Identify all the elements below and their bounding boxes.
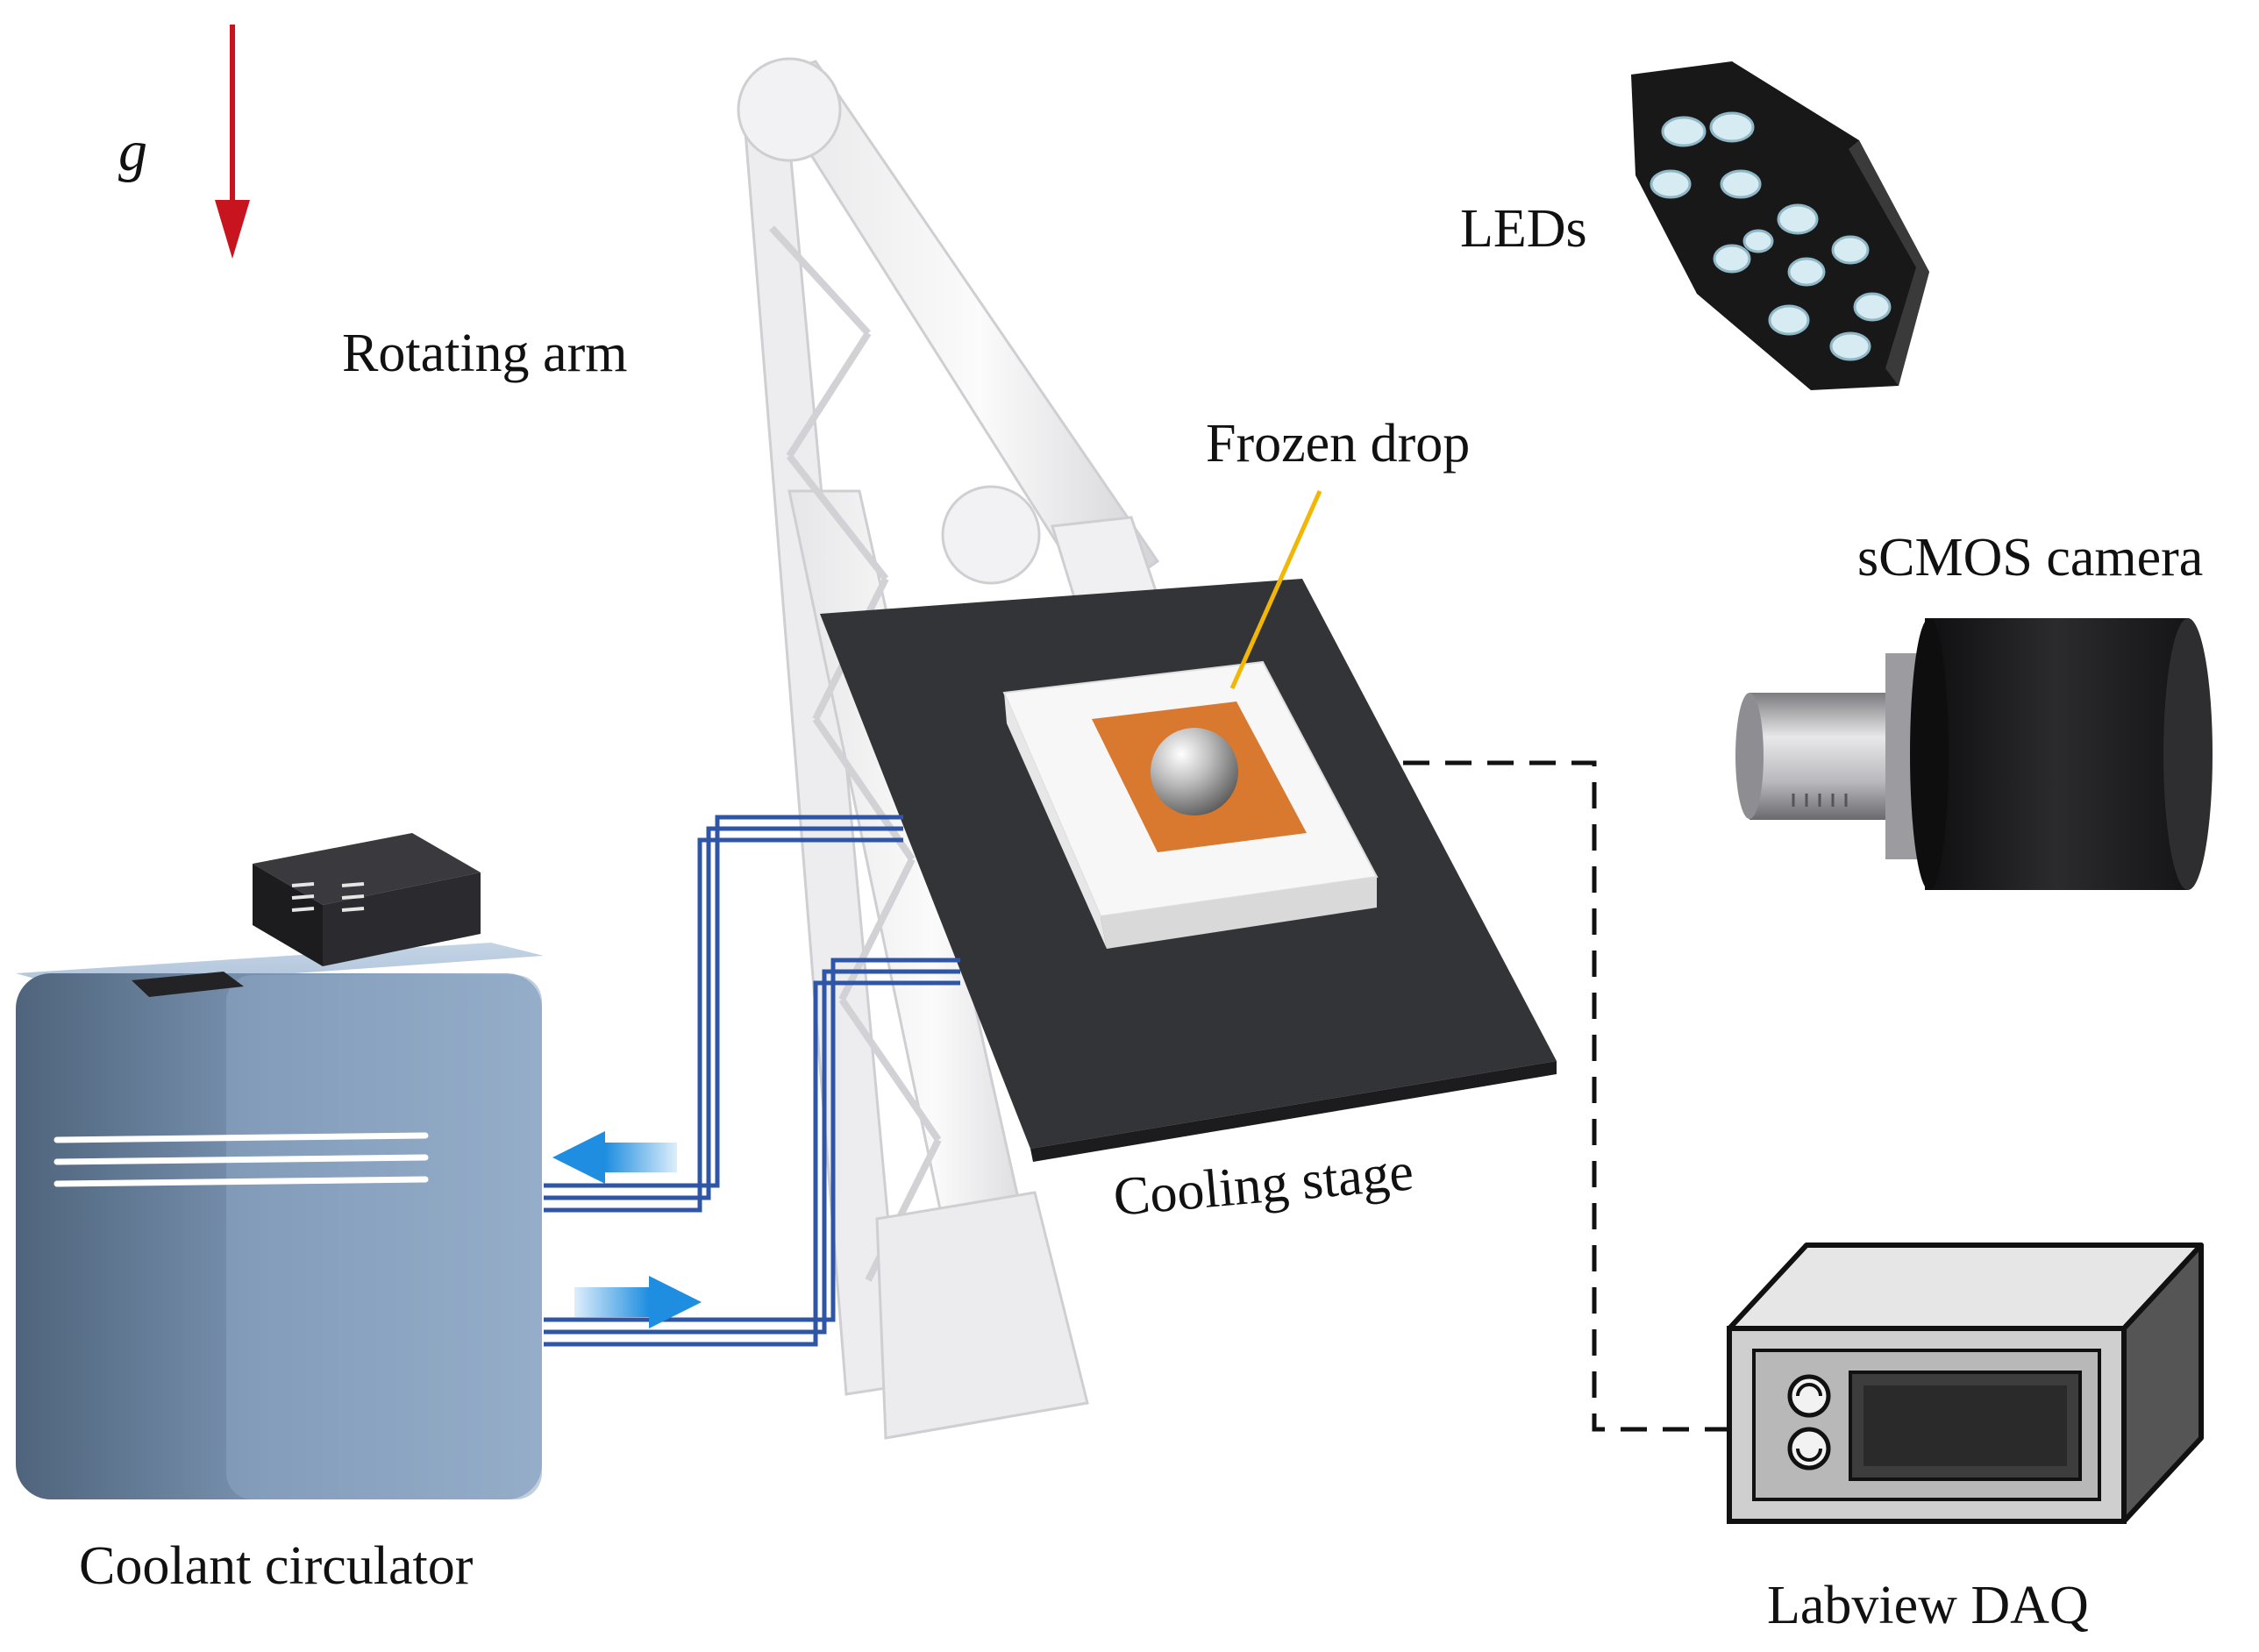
labview-daq	[1727, 1243, 2204, 1524]
coolant-circulator-label: Coolant circulator	[79, 1536, 474, 1596]
signal-wire	[1403, 760, 1729, 1432]
flow-arrow-out	[552, 1131, 677, 1184]
coolant-pipes	[544, 815, 960, 1347]
camera-label: sCMOS camera	[1857, 528, 2204, 587]
scmos-camera	[1735, 618, 2213, 890]
flow-arrow-in	[574, 1276, 702, 1328]
daq-label: Labview DAQ	[1767, 1576, 2089, 1635]
rotating-arm-label: Rotating arm	[342, 324, 628, 383]
rotating-arm	[737, 57, 1168, 1440]
gravity-arrow	[215, 25, 250, 259]
coolant-circulator	[16, 833, 544, 1499]
frozen-drop	[1151, 728, 1238, 815]
frozen-drop-pointer	[1229, 489, 1322, 690]
frozen-drop-label: Frozen drop	[1206, 414, 1471, 474]
leds-label: LEDs	[1460, 199, 1587, 259]
gravity-label: g	[118, 119, 147, 183]
led-ring-light	[1631, 61, 1929, 390]
